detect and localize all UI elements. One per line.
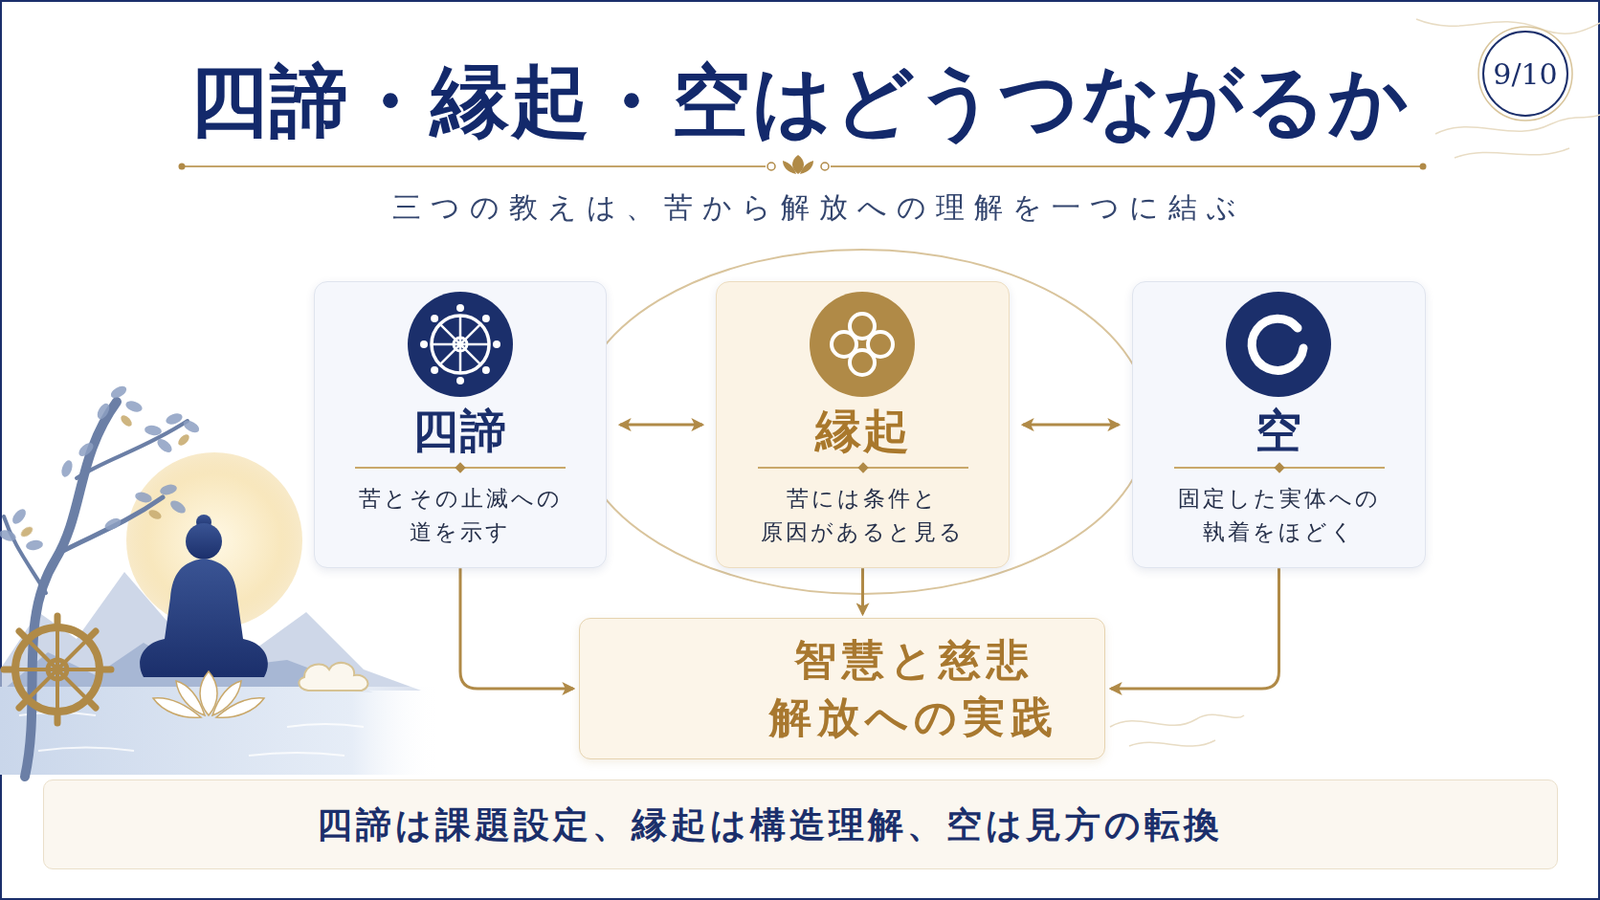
lotus-seat — [153, 671, 265, 718]
connector-arrow — [861, 568, 865, 615]
summary-band: 四諦は課題設定、縁起は構造理解、空は見方の転換 — [43, 779, 1558, 870]
teaching-card: 空固定した実体への 執着をほどく — [1132, 281, 1426, 569]
node-text: 苦とその止滅への 道を示す — [340, 482, 580, 549]
page-number: 9/10 — [1482, 55, 1569, 93]
page-number-badge — [1478, 26, 1573, 121]
heading-divider — [757, 466, 969, 469]
heading-divider — [355, 466, 566, 469]
diagram-title: 四諦・縁起・空はどうつながるか — [0, 53, 1600, 148]
subtitle: 三つの教えは、苦から解放への理解を一つに結ぶ — [19, 188, 1600, 226]
dharma-wheel-ornament — [3, 616, 112, 724]
connector-arrow — [620, 423, 703, 427]
goal-box: 智慧と慈悲 解放への実践 — [578, 618, 1106, 760]
heading-divider — [1174, 466, 1385, 469]
bodhi-tree — [0, 383, 201, 778]
teaching-card: 縁起苦には条件と 原因があると見る — [715, 281, 1010, 569]
card-heading: 縁起 — [815, 404, 912, 458]
connector-arrow — [1022, 423, 1119, 427]
connecting-ring — [575, 249, 1150, 595]
node-text: 苦には条件と 原因があると見る — [743, 482, 983, 549]
node-text: 四諦は課題設定、縁起は構造理解、空は見方の転換 — [316, 801, 1223, 848]
connector-arrow — [460, 568, 574, 689]
cloud-ornament — [298, 663, 368, 691]
card-heading: 四諦 — [412, 404, 509, 458]
node-text: 智慧と慈悲 解放への実践 — [746, 631, 1082, 747]
title-rule — [178, 155, 1427, 175]
node-text: 固定した実体への 執着をほどく — [1159, 482, 1400, 549]
teaching-card: 四諦苦とその止滅への 道を示す — [313, 281, 607, 569]
connector-arrow — [1111, 568, 1280, 689]
card-heading: 空 — [1255, 404, 1304, 458]
buddha-figure — [139, 514, 268, 678]
